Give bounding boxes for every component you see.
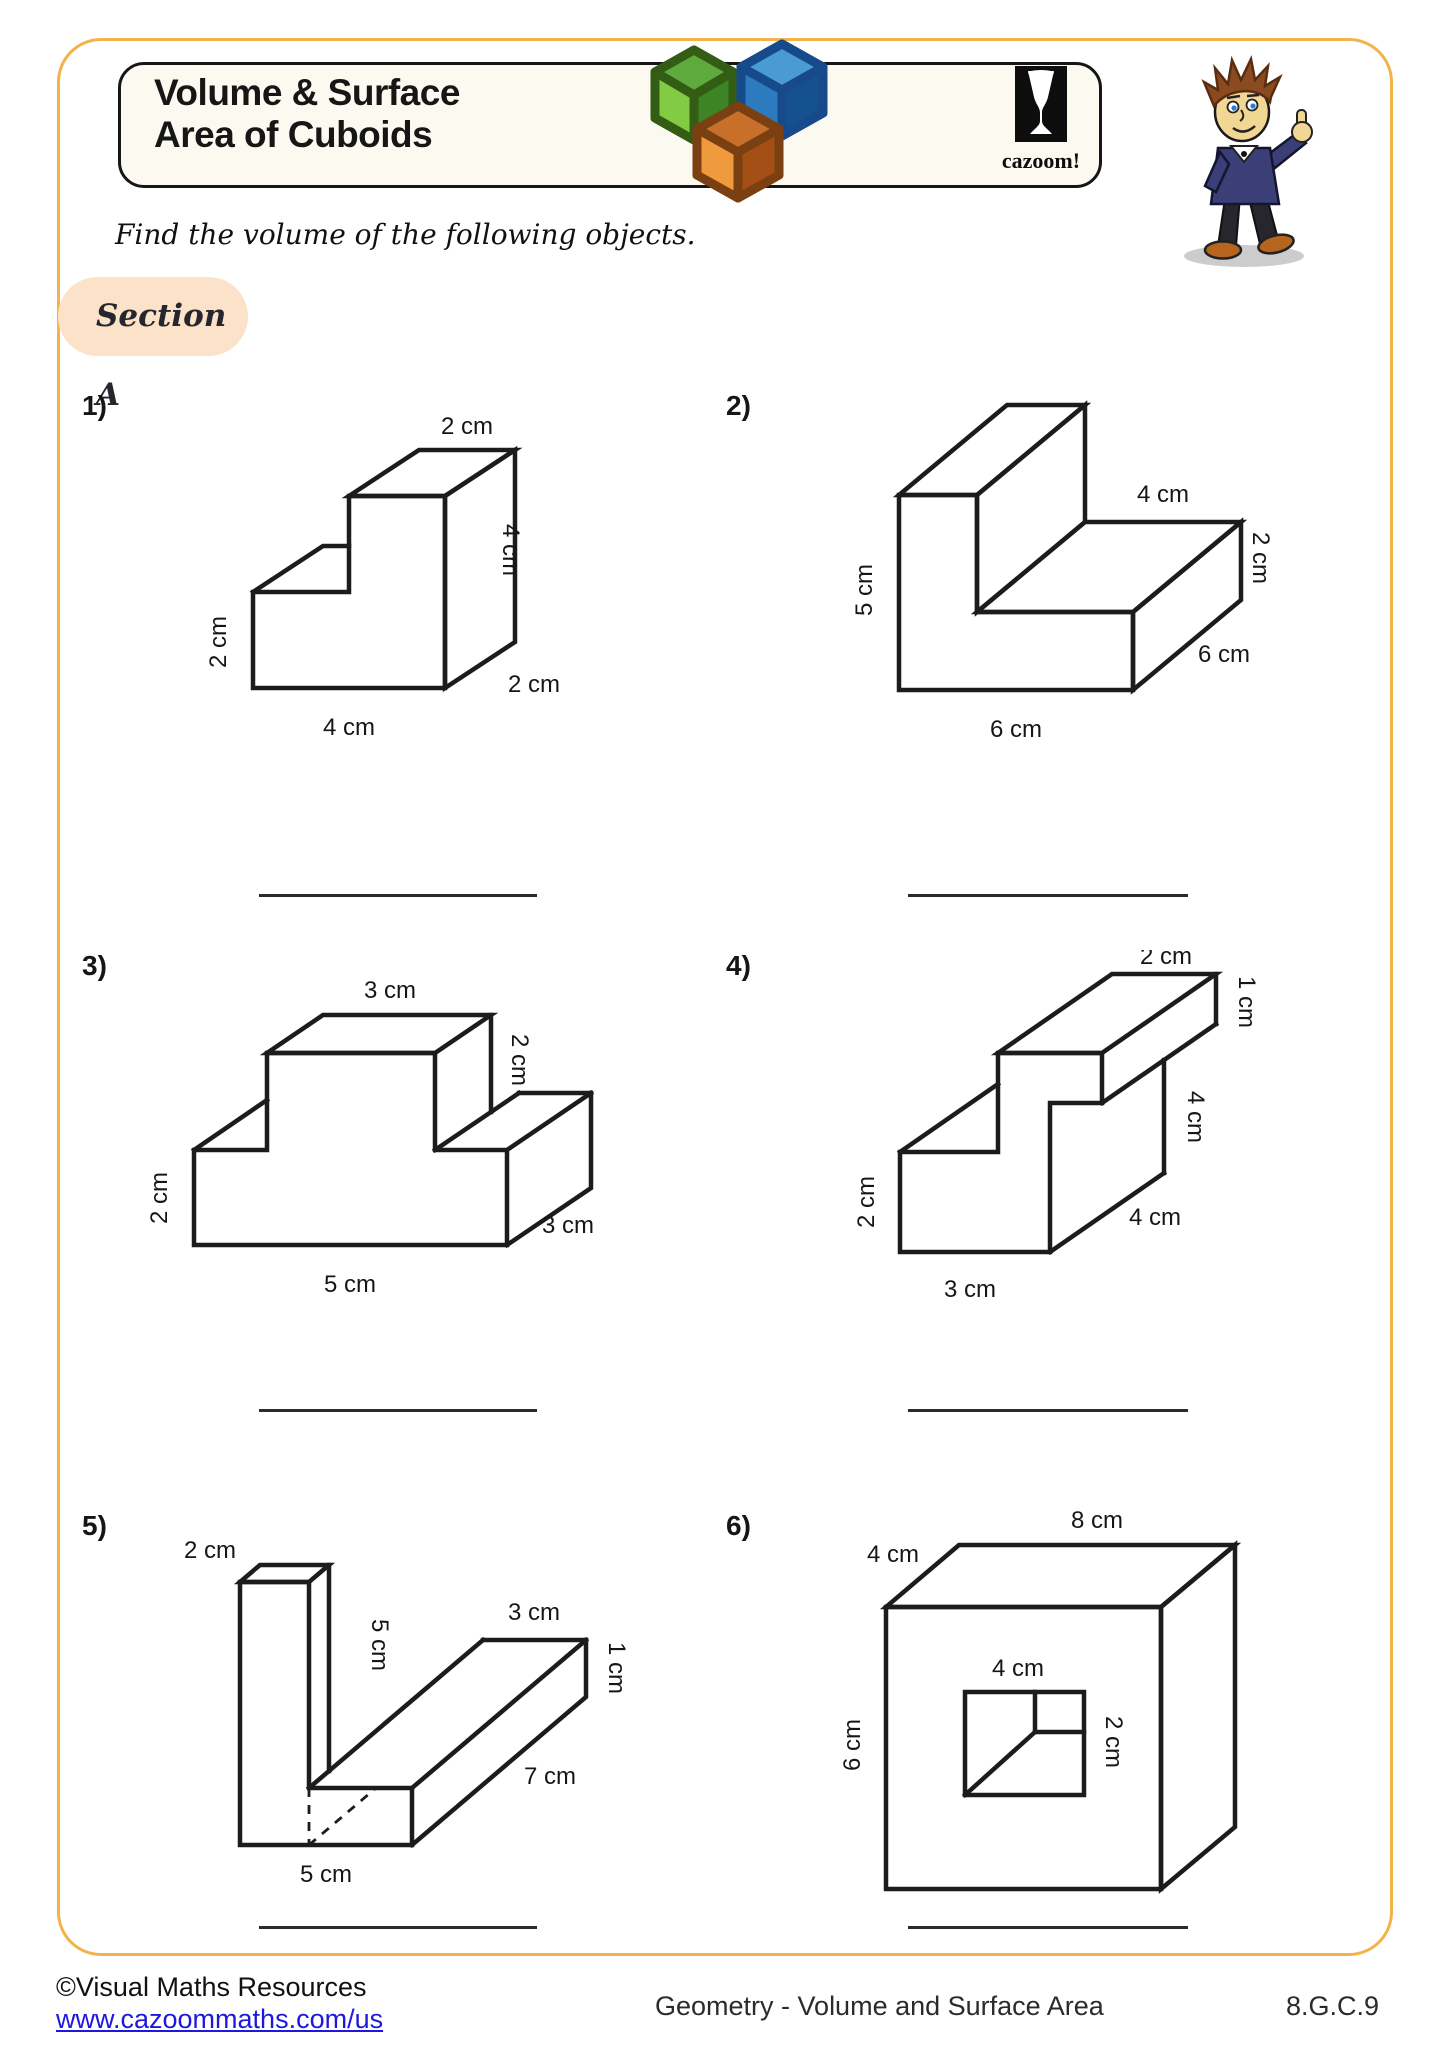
problem-2-number: 2) [726,390,751,421]
dim-label: 3 cm [508,1599,560,1626]
header-box [118,62,1102,188]
dim-label: 2 cm [205,616,232,668]
problem-6-number: 6) [726,1510,751,1541]
page-title-line1: Volume & Surface [154,72,460,113]
dim-label: 4 cm [497,524,524,576]
dim-label: 5 cm [366,1619,393,1671]
orange-cube-icon [692,101,784,203]
dim-label: 3 cm [542,1212,594,1239]
brand-name: cazoom! [1001,148,1081,173]
dim-label: 5 cm [300,1861,352,1888]
problem-4-number: 4) [726,950,751,981]
page-title-line2: Area of Cuboids [154,114,433,156]
problem-5-number: 5) [82,1510,107,1541]
dim-label: 7 cm [524,1763,576,1790]
dim-label: 4 cm [1182,1091,1209,1143]
dim-label: 2 cm [1100,1716,1127,1768]
dim-label: 2 cm [146,1172,173,1224]
figure-3-podium-cuboid: 3 cm 2 cm 3 cm 5 cm 2 cm [146,977,595,1298]
mascot-illustration [1184,55,1313,267]
dim-label: 3 cm [944,1276,996,1303]
page-frame-border [57,38,1393,1956]
dim-label: 2 cm [441,413,493,440]
dim-label: 2 cm [1140,950,1192,970]
problem-1-number: 1) [82,390,107,421]
figure-5-angle-cuboid: 2 cm 5 cm 3 cm 1 cm 7 cm 5 cm [184,1537,630,1888]
dim-label: 6 cm [839,1719,866,1771]
answer-line-2 [908,894,1188,897]
page-title: Volume & Surface Area of Cuboids [154,72,460,156]
dim-label: 6 cm [1198,641,1250,668]
dim-label: 2 cm [1247,532,1274,584]
dim-label: 4 cm [1137,481,1189,508]
problem-3-number: 3) [82,950,107,981]
figure-1-step-cuboid: 2 cm 4 cm 2 cm 4 cm 2 cm [205,413,560,741]
goblet-icon [1015,66,1067,142]
dim-label: 8 cm [1071,1510,1123,1534]
dim-label: 1 cm [603,1642,630,1694]
dim-label: 1 cm [1233,976,1260,1028]
footer-url-link[interactable]: www.cazoommaths.com/us [56,2004,384,2034]
section-a-label: Section A [96,298,227,413]
section-a-pill: Section A [58,277,248,413]
figure-6-cuboid-with-hole: 8 cm 4 cm 6 cm 4 cm 2 cm [839,1510,1242,1894]
answer-line-5 [259,1926,537,1929]
figure-4-z-cuboid: 2 cm 1 cm 4 cm 4 cm 3 cm 2 cm [853,950,1260,1303]
footer-topic: Geometry - Volume and Surface Area [655,1991,1104,2021]
dim-label: 6 cm [990,716,1042,743]
dim-label: 4 cm [323,714,375,741]
figure-2-l-cuboid: 4 cm 2 cm 6 cm 6 cm 5 cm [851,400,1274,743]
answer-line-3 [259,1409,537,1412]
dim-label: 2 cm [506,1034,533,1086]
dim-label: 5 cm [851,564,878,616]
cubes-logo-icon [650,39,828,203]
dim-label: 4 cm [992,1655,1044,1682]
answer-line-6 [908,1926,1188,1929]
footer-copyright: ©Visual Maths Resources [56,1972,367,2002]
answer-line-4 [908,1409,1188,1412]
cazoom-logo: cazoom! [996,66,1086,174]
instruction-text: Find the volume of the following objects… [115,218,696,251]
dim-label: 2 cm [853,1176,880,1228]
dim-label: 5 cm [324,1271,376,1298]
dim-label: 4 cm [867,1541,919,1568]
dim-label: 4 cm [1129,1204,1181,1231]
dim-label: 2 cm [508,671,560,698]
answer-line-1 [259,894,537,897]
dim-label: 3 cm [364,977,416,1004]
dim-label: 2 cm [184,1537,236,1564]
footer-standard-code: 8.G.C.9 [1286,1991,1380,2021]
